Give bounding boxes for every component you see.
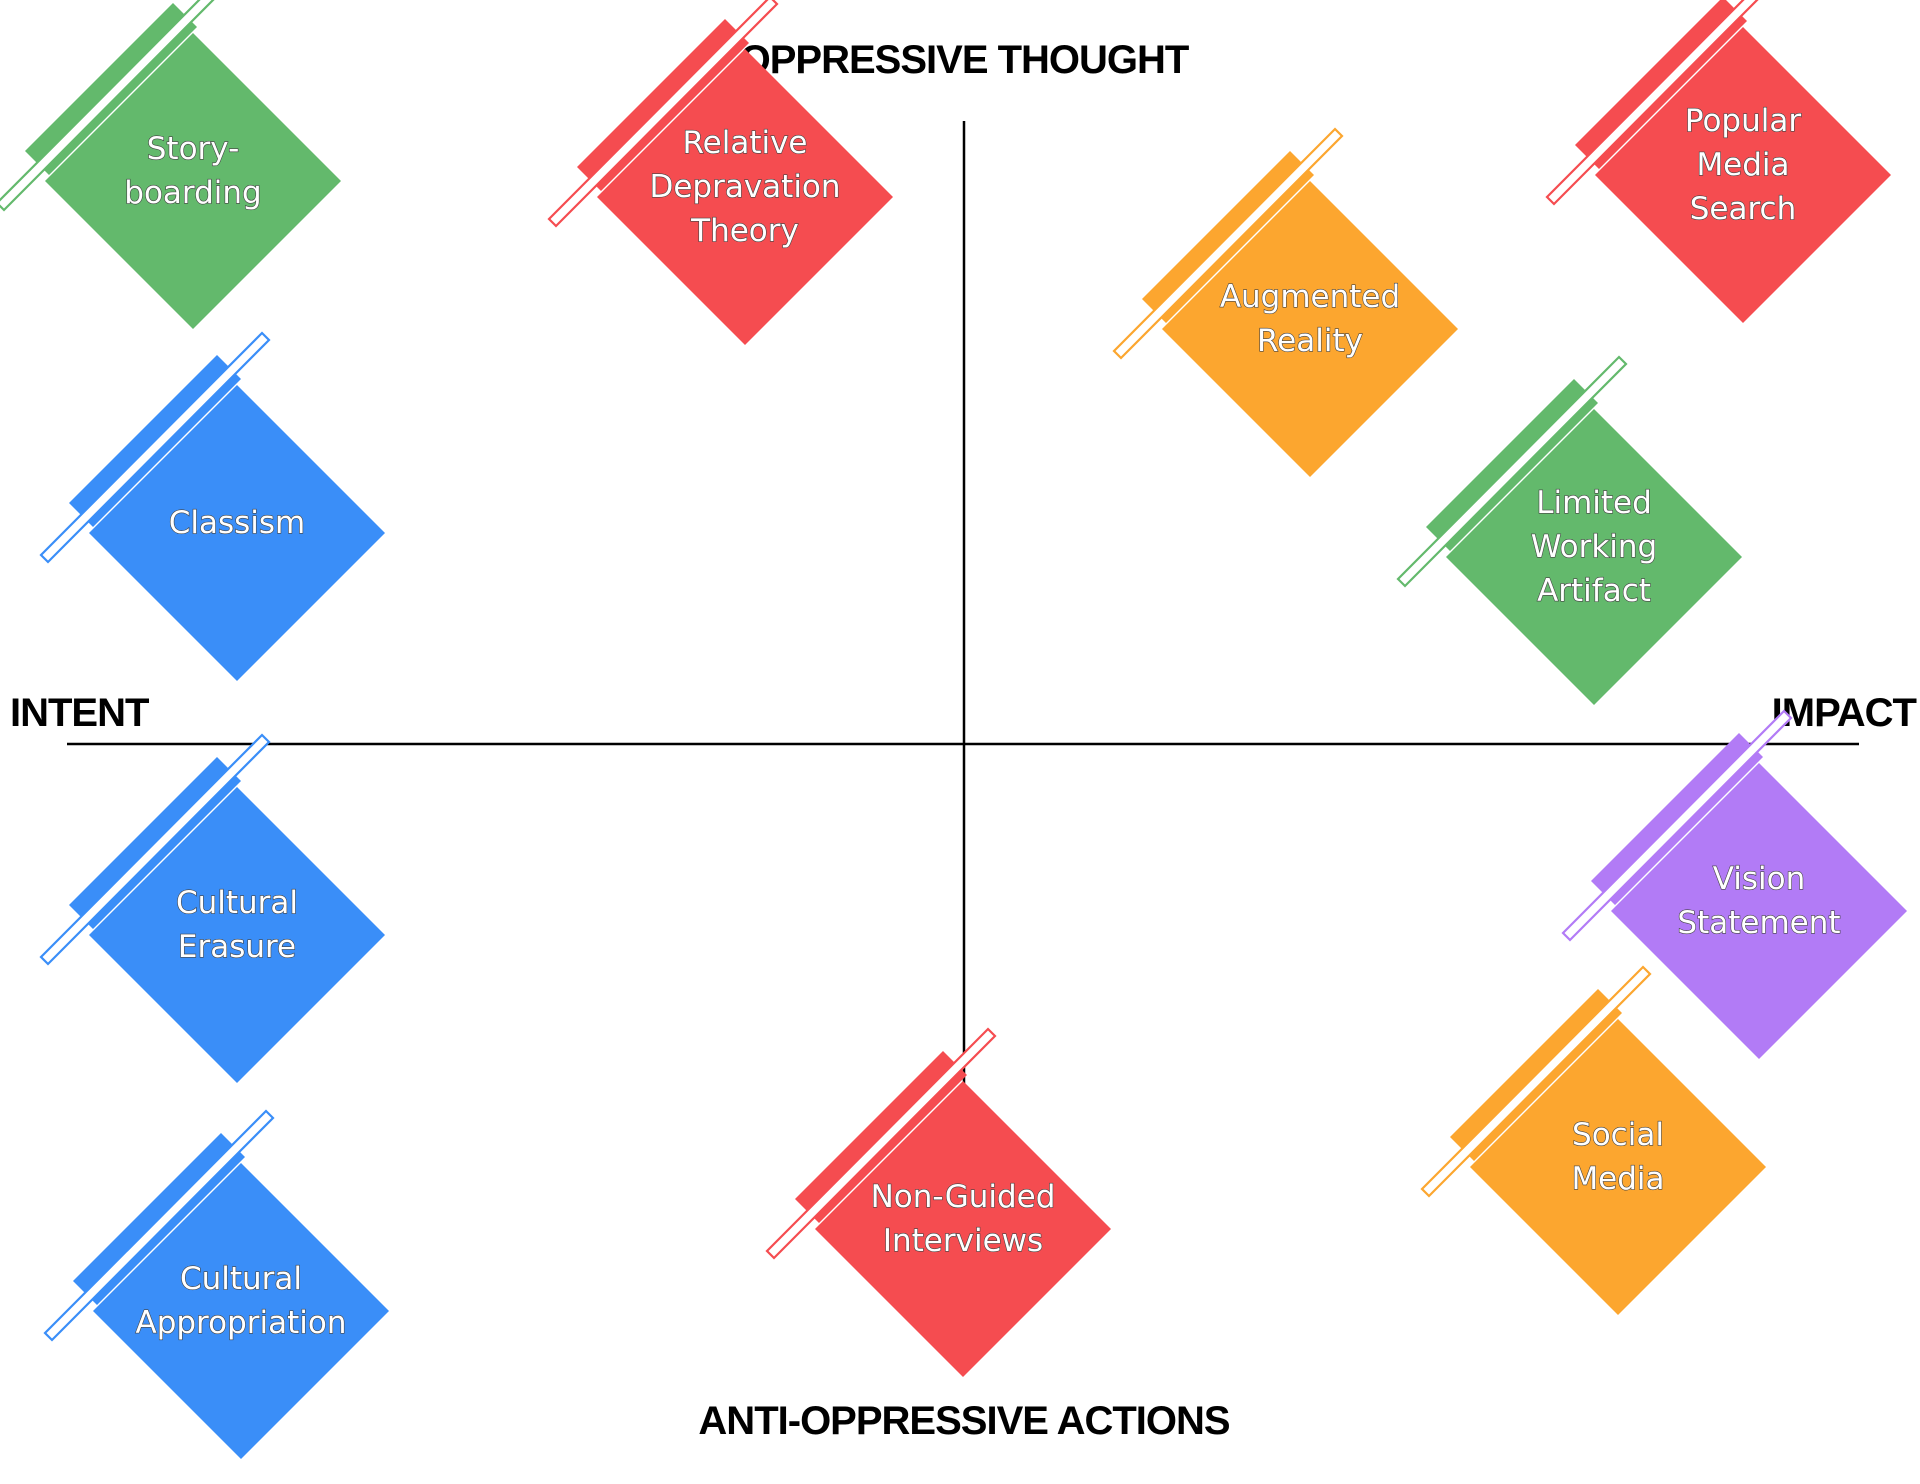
card-flag-stick [0,0,215,212]
card-storyboarding: Story-boarding [0,0,341,329]
card-label: Story-boarding [124,131,261,211]
axis-label-bottom: ANTI-OPPRESSIVE ACTIONS [698,1399,1229,1443]
card-label-line: Cultural [180,1261,302,1297]
card-label: Classism [169,505,306,541]
card-diamond [1446,409,1742,705]
card-label-line: Artifact [1537,573,1651,609]
card-label-line: Social [1572,1117,1664,1153]
card-diamond [1162,181,1458,477]
card-flag-stick [1112,127,1344,360]
card-label-line: Vision [1713,861,1806,897]
card-label-line: Search [1690,191,1797,227]
card-label-line: Limited [1536,485,1652,521]
card-label-line: Depravation [649,169,840,205]
card-diamond [93,1163,389,1459]
card-diamond [597,49,893,345]
card-flag-stick [1420,965,1652,1198]
card-flag-stick [43,1109,275,1342]
card-diamond [45,33,341,329]
card-label-line: boarding [124,175,261,211]
card-diamond [89,787,385,1083]
card-label-line: Theory [690,213,799,249]
card-label-line: Interviews [883,1223,1043,1259]
card-label-line: Cultural [176,885,298,921]
card-diamond [1470,1019,1766,1315]
card-label-line: Relative [682,125,807,161]
card-label-line: Classism [169,505,306,541]
card-label-line: Reality [1257,323,1363,359]
card-label-line: Non-Guided [871,1179,1056,1215]
card-flag-stick [39,331,271,564]
card-flag-stick [1545,0,1759,206]
axis-label-top: OPPRESSIVE THOUGHT [740,38,1189,82]
card-flag-stick [1561,709,1793,942]
card-classism: Classism [39,331,385,681]
card-label-line: Media [1696,147,1789,183]
card-label-line: Story- [147,131,240,167]
card-flag-stick [1396,355,1628,588]
card-label-line: Popular [1685,103,1801,139]
card-label-line: Media [1571,1161,1664,1197]
card-label-line: Statement [1677,905,1840,941]
card-label-line: Erasure [178,929,296,965]
card-label-line: Working [1531,529,1657,565]
axis-label-left: INTENT [10,691,149,735]
card-label-line: Appropriation [135,1305,346,1341]
card-flag-stick [39,733,271,966]
card-diamond [1595,27,1891,323]
axis-label-right: IMPACT [1772,691,1917,735]
card-diamond [1611,763,1907,1059]
card-flag-stick [765,1027,997,1260]
card-diamond [815,1081,1111,1377]
card-flag-stick [547,0,779,228]
card-diamond [89,385,385,681]
card-label-line: Augmented [1220,279,1400,315]
